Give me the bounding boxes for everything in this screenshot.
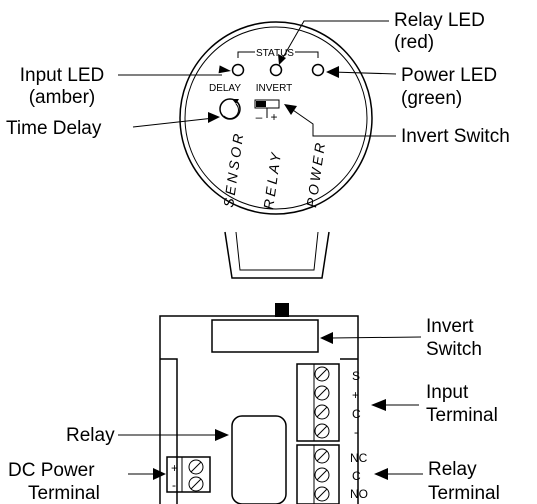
dc-pin-plus: + xyxy=(171,461,178,475)
delay-label: DELAY xyxy=(209,83,241,94)
input-terminal-callout: Input xyxy=(426,382,469,403)
input-led-color: (amber) xyxy=(29,87,96,108)
dc-pin-minus: - xyxy=(172,478,176,492)
switch-minus-label: – xyxy=(256,110,263,124)
dc-power-callout-2: Terminal xyxy=(28,483,100,504)
input-terminal-callout-2: Terminal xyxy=(426,405,498,426)
power-led-color: (green) xyxy=(401,88,462,109)
pin-relay-c: C xyxy=(352,469,361,483)
invert-switch-callout-bottom: Invert xyxy=(426,316,474,337)
dc-power-callout: DC Power xyxy=(8,460,95,481)
relay-label-vertical: RELAY xyxy=(260,149,284,211)
input-terminal-screws xyxy=(314,366,330,439)
invert-switch-slider xyxy=(256,101,266,107)
pin-plus: + xyxy=(352,388,359,402)
device-face xyxy=(184,26,368,210)
relay-terminal-callout-2: Terminal xyxy=(428,483,500,504)
board-invert-switch[interactable] xyxy=(211,319,319,353)
device-outer-ring xyxy=(179,21,373,215)
switch-plus-label: + xyxy=(270,110,277,124)
power-led xyxy=(311,63,325,77)
pin-nc: NC xyxy=(350,451,368,465)
time-delay-callout: Time Delay xyxy=(6,118,102,139)
invert-label: INVERT xyxy=(256,83,293,94)
relay-led-callout: Relay LED xyxy=(394,10,485,31)
dc-power-terminal-block xyxy=(166,456,211,493)
relay-led-color: (red) xyxy=(394,32,434,53)
power-label: POWER xyxy=(303,139,328,208)
pin-minus: - xyxy=(354,425,358,439)
invert-switch-callout-top: Invert Switch xyxy=(401,126,510,147)
pin-s: S xyxy=(352,369,360,383)
relay-terminal-block xyxy=(296,444,340,504)
relay-terminal-screws xyxy=(314,448,330,502)
input-terminal-block xyxy=(296,363,340,442)
relay-callout: Relay xyxy=(66,425,115,446)
device-neck xyxy=(224,231,330,279)
bottom-callouts: Invert Switch Input Terminal Relay DC Po… xyxy=(8,316,500,504)
sensor-label: SENSOR xyxy=(220,130,247,209)
relay-terminal-callout: Relay xyxy=(428,459,477,480)
bottom-board: S + C - NC C NO + - xyxy=(159,303,368,504)
status-label: STATUS xyxy=(256,48,294,59)
board-outline xyxy=(159,315,359,504)
input-led-callout: Input LED xyxy=(20,65,105,86)
input-led xyxy=(231,63,245,77)
relay-component xyxy=(231,415,287,504)
top-device: STATUS DELAY INVERT – + SENSOR RELAY POW… xyxy=(179,21,373,279)
delay-knob[interactable] xyxy=(219,98,241,120)
power-led-callout: Power LED xyxy=(401,65,497,86)
pin-no: NO xyxy=(350,487,368,501)
delay-rotate-icon xyxy=(223,103,239,119)
board-switch-knob[interactable] xyxy=(275,303,289,317)
invert-switch-callout-bottom-2: Switch xyxy=(426,339,482,360)
pin-c: C xyxy=(352,407,361,421)
relay-led xyxy=(269,63,283,77)
top-callouts: Input LED (amber) Relay LED (red) Power … xyxy=(6,10,510,147)
